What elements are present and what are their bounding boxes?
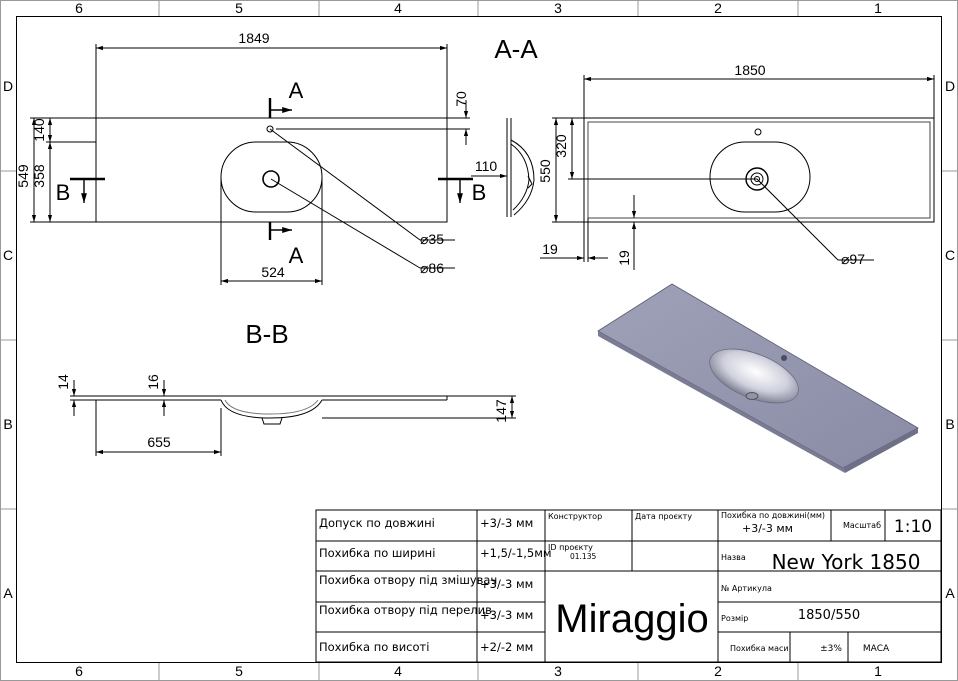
faucet-hole-3d: [781, 355, 787, 361]
dim-length-1850: 1850: [734, 62, 765, 78]
title-block: [315, 509, 942, 663]
dim-19-horizontal: 19: [542, 241, 558, 257]
brand-logo-text: Miraggio: [555, 597, 708, 641]
dim-70: 70: [453, 91, 469, 107]
dim-550: 550: [537, 159, 553, 183]
size-label: Розмір: [721, 614, 748, 623]
section-mark-b-right: B: [472, 180, 487, 205]
dim-diameter-97: ⌀97: [841, 251, 865, 267]
col-label-top: 1: [874, 0, 882, 16]
tolerance-label: Допуск по довжині: [319, 516, 435, 530]
tolerance-label: Похибка по висоті: [319, 640, 429, 654]
row-label-left: C: [3, 247, 13, 263]
row-label-right: B: [945, 416, 954, 432]
tolerance-label: Похибка отвору під перелив: [319, 603, 492, 617]
dim-diameter-86: ⌀86: [420, 260, 444, 276]
col-label-bottom: 6: [75, 663, 83, 679]
mass-label: МАСА: [863, 644, 890, 654]
scale-label: Масштаб: [843, 521, 881, 530]
project-id-label: ID проєкту: [548, 543, 593, 552]
dim-320: 320: [553, 134, 569, 158]
col-label-top: 4: [394, 0, 402, 16]
dim-140: 140: [31, 118, 47, 142]
row-label-left: D: [3, 78, 13, 94]
dim-14: 14: [55, 374, 71, 390]
tolerance-value: +2/-2 мм: [480, 640, 533, 654]
tolerance-value: +3/-3 мм: [480, 516, 533, 530]
col-label-bottom: 2: [714, 663, 722, 679]
section-mark-a-bottom: A: [289, 243, 304, 268]
col-label-bottom: 3: [554, 663, 562, 679]
col-label-top: 2: [714, 0, 722, 16]
bowl-outline-right: [709, 141, 811, 213]
faucet-hole-right: [754, 128, 762, 136]
dim-19-vertical: 19: [616, 250, 632, 266]
dim-655: 655: [147, 434, 171, 450]
dim-147: 147: [493, 399, 509, 423]
row-label-left: B: [3, 416, 12, 432]
section-mark-a-top: A: [289, 78, 304, 103]
section-b-b: [70, 380, 516, 456]
row-label-right: D: [945, 78, 955, 94]
countertop-outline: [95, 117, 448, 223]
scale-value: 1:10: [894, 517, 932, 537]
row-label-right: A: [945, 585, 955, 601]
dim-549: 549: [15, 164, 31, 188]
section-mark-b-left: B: [56, 180, 71, 205]
article-label: № Артикула: [721, 584, 772, 593]
section-aa-labels: A-A 110: [475, 34, 538, 174]
col-label-bottom: 1: [874, 663, 882, 679]
tolerance-label: Похибка по ширині: [319, 546, 435, 560]
section-title-bb: B-B: [245, 319, 288, 349]
col-label-bottom: 4: [394, 663, 402, 679]
frame-labels: 6 5 4 3 2 1 6 5 4 3 2 1 D C B A D C B A: [3, 0, 955, 679]
section-title-aa: A-A: [494, 34, 538, 64]
bowl-outline: [220, 141, 323, 213]
col-label-top: 6: [75, 0, 83, 16]
date-label: Дата проєкту: [635, 512, 692, 521]
right-view: [540, 75, 935, 270]
tolerance-value: +3/-3 мм: [480, 577, 533, 591]
row-label-right: C: [945, 247, 955, 263]
dim-110: 110: [475, 158, 498, 174]
section-a-a: [471, 118, 535, 217]
size-value: 1850/550: [798, 608, 860, 623]
tolerance-value: +3/-3 мм: [480, 608, 533, 622]
project-id-value: 01.135: [570, 552, 596, 561]
length-tol-label: Похибка по довжині(мм): [721, 511, 825, 520]
tolerance-value: +1,5/-1,5мм: [480, 546, 552, 560]
row-label-left: A: [3, 585, 13, 601]
dim-diameter-35: ⌀35: [420, 231, 444, 247]
col-label-top: 3: [554, 0, 562, 16]
drain-hole: [262, 170, 280, 188]
section-bb-labels: B-B 14 16 147 655: [55, 319, 509, 450]
product-name: New York 1850: [772, 550, 921, 574]
isometric-view: [597, 283, 919, 473]
designer-label: Конструктор: [548, 512, 602, 521]
title-block-text: Допуск по довжині +3/-3 мм Похибка по ши…: [319, 511, 932, 654]
length-tol-value: +3/-3 мм: [742, 522, 793, 535]
col-label-top: 5: [235, 0, 243, 16]
dim-524: 524: [261, 264, 285, 280]
mass-tol-value: ±3%: [820, 644, 842, 654]
faucet-hole: [266, 125, 274, 133]
right-view-labels: 1850 320 550 19 19 ⌀97: [537, 62, 865, 267]
dim-358: 358: [31, 164, 47, 188]
top-view-labels: 1849 70 140 549 358 524 ⌀35 ⌀86 A A B B: [15, 30, 486, 280]
dim-length-1849: 1849: [238, 30, 269, 46]
name-label: Назва: [721, 553, 746, 562]
tolerance-label: Похибка отвору під змішувач: [319, 573, 497, 587]
dim-16: 16: [145, 374, 161, 390]
top-view: [30, 44, 473, 285]
countertop-outline-right: [583, 117, 935, 223]
col-label-bottom: 5: [235, 663, 243, 679]
mass-tol-label: Похибка маси: [730, 644, 789, 653]
